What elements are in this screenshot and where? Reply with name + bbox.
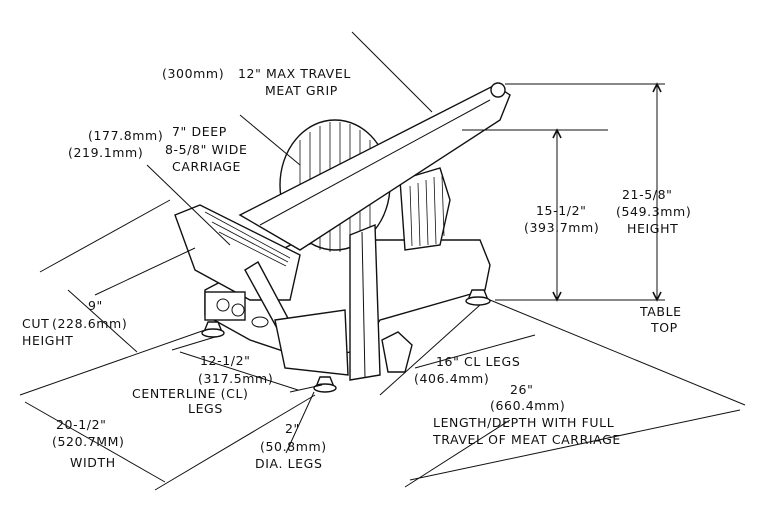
leg-dia-caption: DIA. LEGS <box>255 456 322 471</box>
side-cl-legs-dimension <box>414 334 536 369</box>
side-cl-legs-imperial: 16" CL LEGS <box>436 354 520 369</box>
motor-fins <box>409 175 445 247</box>
column-edge <box>361 231 366 379</box>
lower-front-block <box>274 309 349 376</box>
overall-height-caption: HEIGHT <box>627 221 678 236</box>
overall-height-metric: (549.3mm) <box>616 204 691 219</box>
tray-texture <box>204 211 291 267</box>
brand-badge <box>251 316 269 328</box>
dimension-labels: (300mm) 12" MAX TRAVEL MEAT GRIP (177.8m… <box>22 66 691 471</box>
table-top-line-1: TABLE <box>639 304 682 319</box>
width-bottom-extension <box>154 394 316 491</box>
cut-height-dimension <box>67 289 138 353</box>
carriage-depth-metric: (177.8mm) <box>88 128 163 143</box>
side-cl-legs-ext-left <box>379 304 481 396</box>
leg-dia-metric: (50.8mm) <box>260 439 327 454</box>
partial-height-arrows <box>552 128 562 302</box>
arm-rail <box>259 99 491 226</box>
start-button-icon <box>216 298 230 312</box>
meat-grip-travel-caption: MEAT GRIP <box>265 83 338 98</box>
cut-height-imperial: 9" <box>88 298 103 313</box>
length-ext-left <box>404 419 511 488</box>
length-ext-right <box>489 299 746 406</box>
carriage-width-leader <box>146 164 231 246</box>
leg-front-right-foot <box>313 383 337 393</box>
cut-height-caption-2: HEIGHT <box>22 333 73 348</box>
cl-legs-dimension <box>179 351 299 391</box>
meat-grip-travel-line <box>351 31 433 113</box>
overall-height-arrows <box>652 82 662 302</box>
product-tray <box>174 204 301 301</box>
cut-height-caption-1: CUT <box>22 316 49 331</box>
meat-grip-travel-imperial: 12" MAX TRAVEL <box>238 66 351 81</box>
overall-height-imperial: 21-5/8" <box>622 187 672 202</box>
carriage-width-caption: CARRIAGE <box>172 159 241 174</box>
meat-grip-leader <box>239 114 301 166</box>
meat-grip-travel-metric: (300mm) <box>162 66 224 81</box>
carriage-depth-imperial: 7" DEEP <box>172 124 227 139</box>
stop-button-icon <box>231 303 245 317</box>
width-metric: (520.7MM) <box>52 434 125 449</box>
table-top-line-2: TOP <box>650 320 678 335</box>
carriage-width-metric: (219.1mm) <box>68 145 143 160</box>
thickness-knob <box>381 331 413 373</box>
leg-rear-right-foot <box>465 296 491 306</box>
length-metric: (660.4mm) <box>490 398 565 413</box>
partial-height-imperial: 15-1/2" <box>536 203 586 218</box>
cl-legs-caption-1: CENTERLINE (CL) <box>132 386 249 401</box>
width-imperial: 20-1/2" <box>56 417 106 432</box>
leg-dia-leader <box>285 391 315 454</box>
cl-legs-imperial: 12-1/2" <box>200 353 250 368</box>
cl-legs-caption-2: LEGS <box>188 401 223 416</box>
side-cl-legs-metric: (406.4mm) <box>414 371 489 386</box>
length-caption-1: LENGTH/DEPTH WITH FULL <box>433 415 614 430</box>
width-dimension <box>24 401 166 483</box>
control-panel <box>204 291 246 321</box>
leg-dia-imperial: 2" <box>285 421 300 436</box>
width-caption: WIDTH <box>70 455 116 470</box>
cut-height-top-extension <box>39 199 171 273</box>
length-caption-2: TRAVEL OF MEAT CARRIAGE <box>432 432 621 447</box>
cut-height-ext-2 <box>94 247 196 296</box>
length-dimension <box>409 409 741 481</box>
dimension-lines <box>19 31 746 491</box>
motor-housing <box>399 167 451 251</box>
carriage-column <box>349 223 381 381</box>
cl-legs-ext-left <box>171 336 216 351</box>
partial-height-metric: (393.7mm) <box>524 220 599 235</box>
width-left-extension <box>19 329 206 396</box>
slicer-machine <box>174 82 511 393</box>
cut-height-metric: (228.6mm) <box>52 316 127 331</box>
arm-end-knob <box>490 82 506 98</box>
cl-legs-metric: (317.5mm) <box>198 371 273 386</box>
length-imperial: 26" <box>510 382 533 397</box>
leg-front-left-foot <box>201 328 225 338</box>
cl-legs-ext-right <box>289 384 323 393</box>
carriage-width-imperial: 8-5/8" WIDE <box>165 142 247 157</box>
